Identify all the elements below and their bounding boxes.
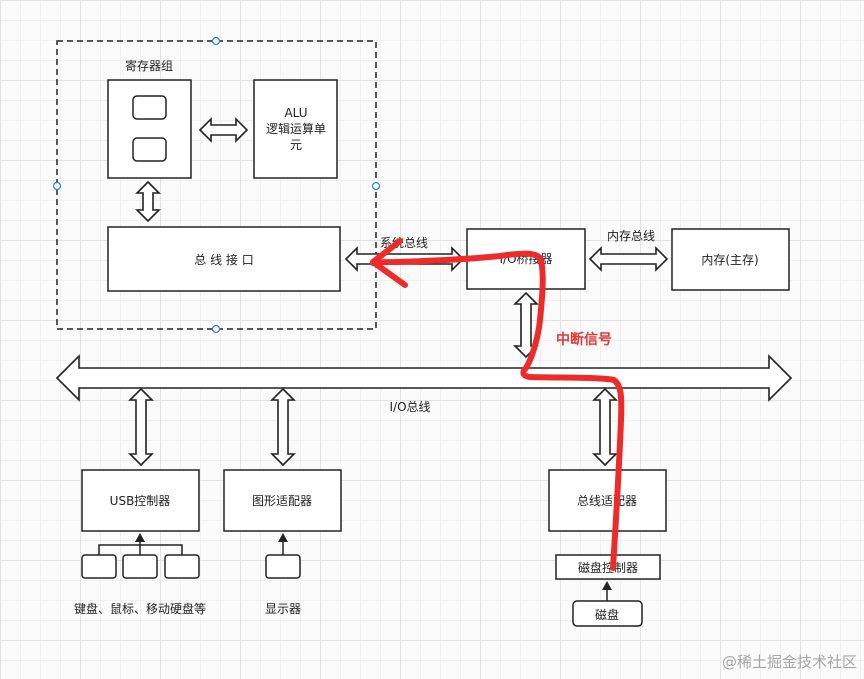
graphics-adapter-label: 图形适配器 <box>252 494 312 508</box>
io-bus-label: I/O总线 <box>389 400 430 414</box>
bus-interface-box[interactable] <box>107 226 341 292</box>
usb-device-1 <box>81 554 117 579</box>
usb-device-3 <box>164 554 200 579</box>
interrupt-signal-label: 中断信号 <box>556 331 612 348</box>
usb-controller-label: USB控制器 <box>110 494 171 508</box>
register-slot-1 <box>132 95 167 120</box>
interrupt-signal-path <box>370 250 625 571</box>
register-group-box[interactable] <box>107 79 192 179</box>
register-slot-2 <box>132 137 167 162</box>
usb-controller-box[interactable] <box>81 469 200 532</box>
alu-box[interactable] <box>253 79 338 179</box>
watermark: @稀土掘金技术社区 <box>722 653 857 671</box>
selection-handle-left[interactable] <box>52 181 62 191</box>
usb-device-2 <box>122 554 158 579</box>
bus-interface-label: 总 线 接 口 <box>194 252 253 267</box>
register-alu-arrow <box>198 117 249 143</box>
memory-label: 内存(主存) <box>701 253 758 267</box>
alu-label-line2: 逻辑运算单 <box>266 121 326 136</box>
bus-adapter-box[interactable] <box>548 469 667 532</box>
io-bridge-iobus-arrow <box>513 291 539 359</box>
usb-connector-arrowhead <box>135 533 145 542</box>
alu-label-line1: ALU <box>284 106 307 120</box>
register-bus-interface-arrow <box>135 180 161 223</box>
alu-label-line3: 元 <box>290 138 302 152</box>
cpu-group[interactable] <box>52 36 381 334</box>
disk-label: 磁盘 <box>595 607 619 622</box>
memory-bus-arrow <box>588 246 669 272</box>
display-connector-arrowhead <box>278 533 288 542</box>
usb-device-connector <box>98 540 183 555</box>
memory-box[interactable] <box>671 228 790 291</box>
display-device <box>265 554 301 579</box>
selection-handle-top[interactable] <box>211 36 221 46</box>
disk-controller-box[interactable] <box>555 554 661 580</box>
usb-devices-label: 键盘、鼠标、移动硬盘等 <box>74 601 206 616</box>
io-bus-arrow[interactable] <box>55 354 793 402</box>
usb-iobus-arrow <box>128 387 154 467</box>
interrupt-arrowhead <box>370 238 408 288</box>
disk-controller-label: 磁盘控制器 <box>578 560 638 575</box>
graphics-iobus-arrow <box>270 387 296 467</box>
selection-handle-bottom[interactable] <box>211 324 221 334</box>
graphics-adapter-box[interactable] <box>223 469 342 532</box>
bus-adapter-label: 总线适配器 <box>577 494 637 508</box>
display-label: 显示器 <box>265 602 301 616</box>
disk-connector-arrowhead <box>602 581 612 590</box>
register-group-label: 寄存器组 <box>125 58 173 73</box>
memory-bus-label: 内存总线 <box>607 229 655 243</box>
selection-handle-right[interactable] <box>371 181 381 191</box>
bus-adapter-iobus-arrow <box>592 387 618 467</box>
